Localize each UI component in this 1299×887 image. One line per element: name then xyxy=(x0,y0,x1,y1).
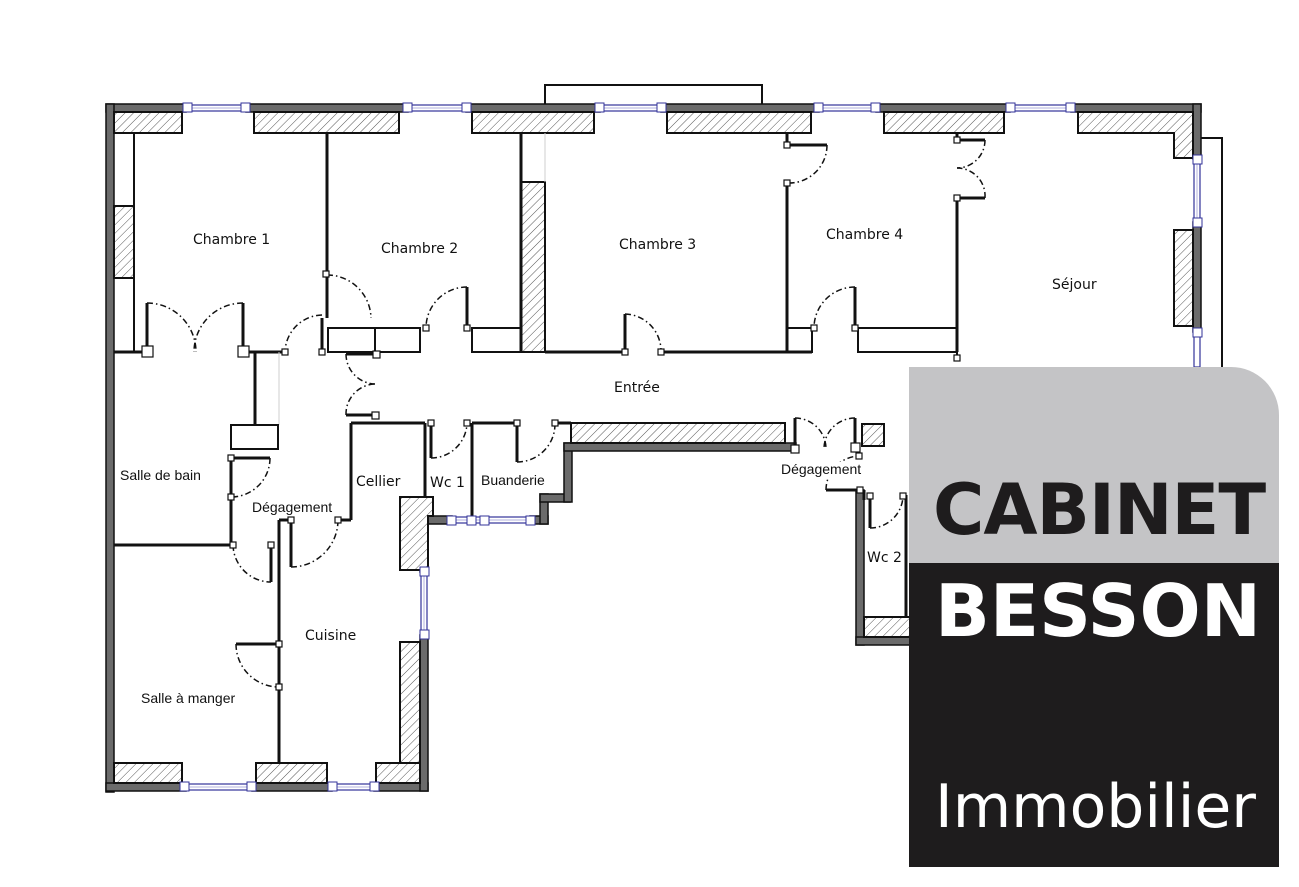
room-label-entree: Entrée xyxy=(614,380,660,396)
agency-logo: CABINET BESSON Immobilier xyxy=(909,367,1279,867)
hatched-walls xyxy=(113,111,1194,784)
door xyxy=(793,417,857,450)
door xyxy=(515,422,556,463)
window xyxy=(1009,104,1072,112)
window xyxy=(1193,158,1201,223)
door xyxy=(956,138,986,200)
room-label-degagement: Dégagement xyxy=(252,499,332,515)
interior-walls xyxy=(114,133,959,762)
door-swings xyxy=(145,138,986,688)
room-label-cellier: Cellier xyxy=(356,474,401,490)
door xyxy=(230,456,271,498)
logo-top-band xyxy=(909,367,1279,563)
window xyxy=(331,783,375,791)
room-label-wc-2: Wc 2 xyxy=(867,550,902,566)
door xyxy=(289,519,339,568)
door xyxy=(825,455,861,492)
logo-text-besson: BESSON xyxy=(935,569,1262,653)
door xyxy=(325,274,372,319)
window xyxy=(407,104,467,112)
room-label-sejour: Séjour xyxy=(1052,277,1097,293)
room-label-chambre-3: Chambre 3 xyxy=(619,237,696,253)
room-label-chambre-2: Chambre 2 xyxy=(381,241,458,257)
door xyxy=(429,422,468,459)
room-label-cuisine: Cuisine xyxy=(305,628,356,644)
window-nodes xyxy=(141,102,1203,792)
room-label-chambre-4: Chambre 4 xyxy=(826,227,903,243)
window xyxy=(451,516,531,524)
door xyxy=(145,302,245,353)
door xyxy=(868,495,904,529)
window xyxy=(599,104,662,112)
window xyxy=(185,783,253,791)
window xyxy=(420,571,428,636)
door xyxy=(623,313,662,353)
room-label-salle-a-manger: Salle à manger xyxy=(141,690,236,706)
room-label-salle-de-bain: Salle de bain xyxy=(120,467,201,483)
room-label-buanderie: Buanderie xyxy=(481,472,545,488)
door xyxy=(235,642,280,688)
room-labels: Chambre 1 Chambre 2 Chambre 3 Chambre 4 … xyxy=(120,227,1097,706)
door xyxy=(425,286,469,329)
door xyxy=(786,143,828,184)
outline xyxy=(544,84,1223,367)
door xyxy=(284,314,324,353)
room-label-degagement-2: Dégagement xyxy=(780,461,863,478)
window xyxy=(818,104,877,112)
logo-text-cabinet: CABINET xyxy=(933,469,1266,551)
door xyxy=(813,286,857,329)
room-label-wc-1: Wc 1 xyxy=(430,475,465,491)
room-label-chambre-1: Chambre 1 xyxy=(193,232,270,248)
logo-text-immobilier: Immobilier xyxy=(935,772,1256,842)
door xyxy=(345,352,376,417)
door xyxy=(232,544,273,583)
logo-bottom-band xyxy=(909,563,1279,867)
window xyxy=(185,104,247,112)
